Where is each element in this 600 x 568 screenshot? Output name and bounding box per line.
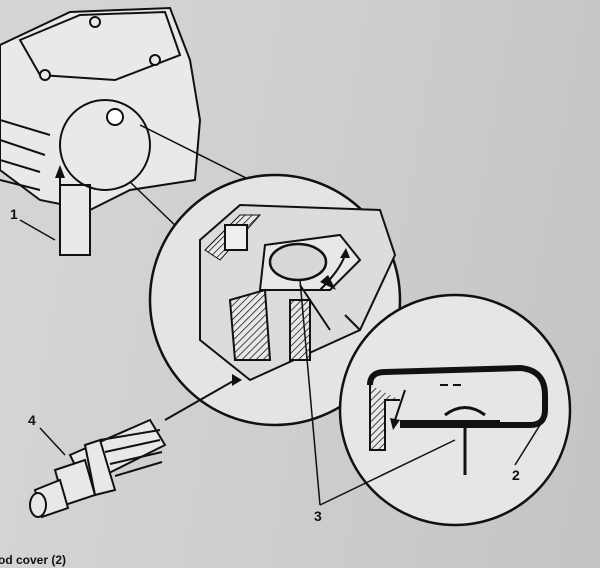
caption-fragment: od cover (2) — [0, 553, 67, 567]
detail-circle-large — [148, 173, 402, 427]
detail-circle-cutaway — [338, 293, 572, 527]
callout-2: 2 — [512, 467, 520, 483]
callout-3: 3 — [314, 508, 322, 524]
oil-pressure-sensor-illustration — [29, 418, 167, 519]
callout-4: 4 — [28, 412, 36, 428]
engine-head-illustration — [0, 6, 202, 256]
detail-circle-small — [59, 99, 151, 191]
callout-1: 1 — [10, 206, 18, 222]
